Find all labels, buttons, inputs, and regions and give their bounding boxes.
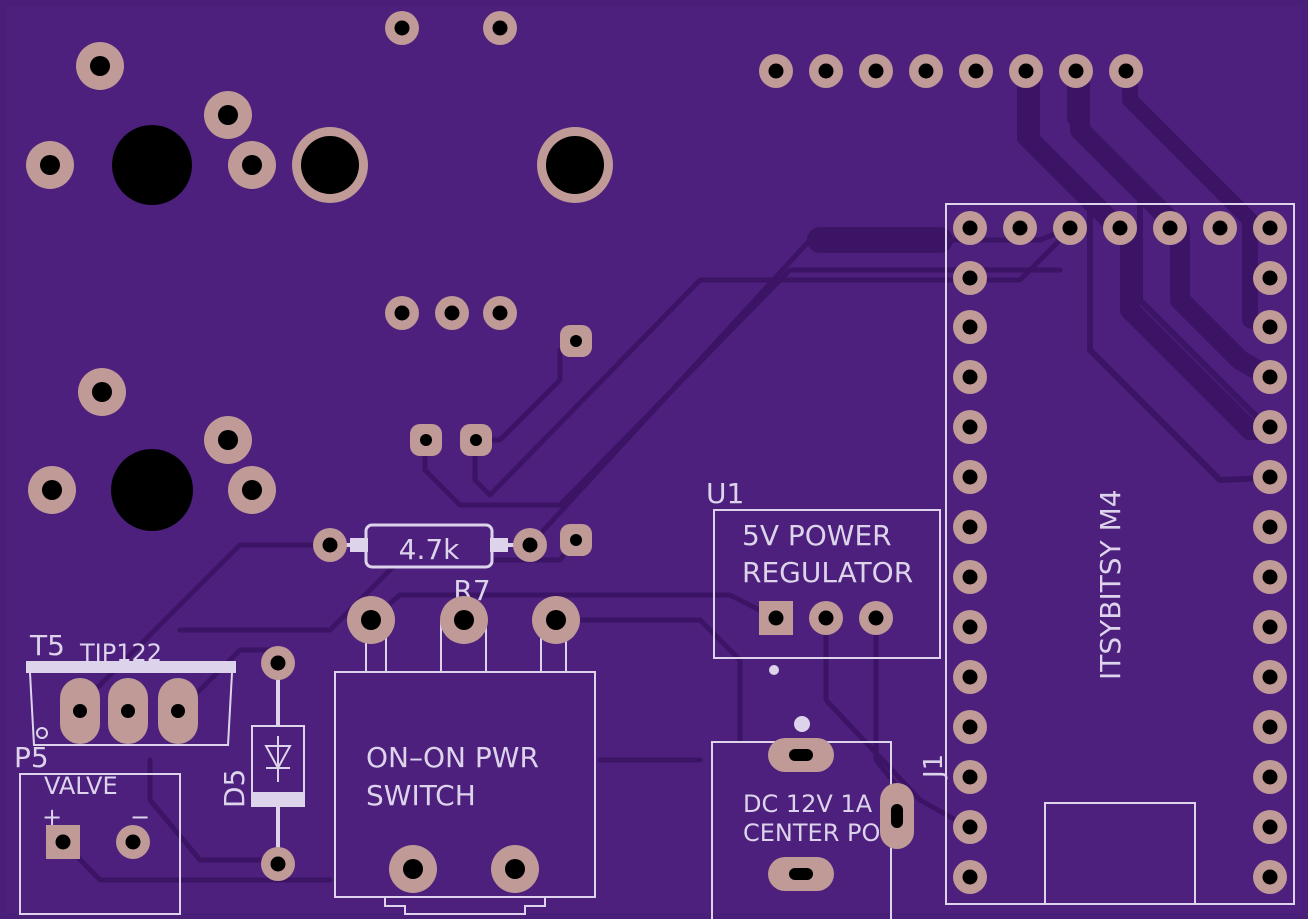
switch-label-line1: ON–ON PWR <box>366 741 539 774</box>
r7-value-label: 4.7k <box>399 533 461 566</box>
pin1-marker <box>769 665 779 675</box>
jack-marker <box>794 716 810 732</box>
t5-ref-label: T5 <box>29 629 65 662</box>
vias <box>410 325 592 556</box>
usb-connector-outline <box>1044 802 1196 905</box>
dc-jack-j1: DC 12V 1A CENTER PO J1 <box>711 716 949 919</box>
p5-plus-label: + <box>42 803 62 831</box>
u1-label-line2: REGULATOR <box>742 556 913 589</box>
mounting-hole <box>301 136 359 194</box>
t5-part-label: TIP122 <box>79 639 162 667</box>
dc-label-line1: DC 12V 1A <box>743 790 873 818</box>
copper-pour <box>6 6 1302 913</box>
mounting-hole <box>111 449 193 531</box>
trace <box>87 542 331 698</box>
j1-ref-label: J1 <box>919 754 949 780</box>
resistor-r7: 4.7k R7 <box>313 523 547 607</box>
mcu-name-label: ITSYBITSY M4 <box>1094 489 1127 680</box>
mcu-itsybitsy: ITSYBITSY M4 <box>945 203 1295 905</box>
trace <box>1067 72 1271 431</box>
u1-label-line1: 5V POWER <box>742 519 892 552</box>
top-left-pads <box>26 11 613 205</box>
trace <box>177 647 283 713</box>
dc-label-line2: CENTER PO <box>743 819 880 847</box>
regulator-u1: U1 5V POWER REGULATOR <box>706 477 941 675</box>
p5-name-label: VALVE <box>44 772 118 800</box>
connector-p5-valve: P5 VALVE + − <box>14 741 181 915</box>
trace <box>552 617 743 743</box>
switch-label-line2: SWITCH <box>366 779 476 812</box>
u1-ref-label: U1 <box>706 477 744 510</box>
mounting-hole <box>546 136 604 194</box>
trace <box>1017 72 1271 483</box>
trace <box>422 267 1063 508</box>
p5-ref-label: P5 <box>14 741 49 774</box>
power-switch: ON–ON PWR SWITCH <box>334 596 596 915</box>
p5-minus-label: − <box>130 803 150 831</box>
trace-bus <box>1070 65 1278 386</box>
mounting-hole <box>112 125 192 205</box>
trace-bus <box>1020 65 1278 440</box>
diode-d5: D5 <box>218 646 305 881</box>
d5-ref-label: D5 <box>218 769 251 808</box>
transistor-t5: T5 TIP122 <box>26 629 236 746</box>
traces <box>60 65 1278 883</box>
trace <box>472 237 1063 498</box>
mid-left-pads <box>28 296 517 531</box>
trace <box>147 757 283 863</box>
